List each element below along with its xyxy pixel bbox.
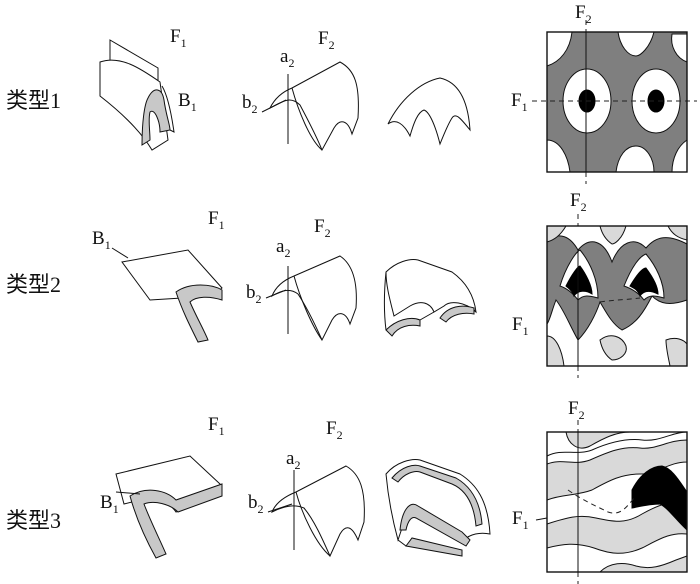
map-type-2 xyxy=(546,214,688,378)
refolded-block-type-3 xyxy=(385,459,491,557)
row-type-2: 类型2 F1 B1 F2 a2 b2 F2 F1 xyxy=(6,190,688,378)
map-label-f2-type-1: F2 xyxy=(575,2,592,26)
label-b2: b2 xyxy=(242,92,258,116)
row-type-1: 类型1 F1 B1 F2 a2 b2 F2 F1 xyxy=(6,2,697,184)
map-label-f2-type-3: F2 xyxy=(568,398,585,422)
row-label-type-1: 类型1 xyxy=(6,88,61,113)
antiform-block-type-2 xyxy=(265,255,357,342)
label-b1: B1 xyxy=(100,492,119,516)
label-b2: b2 xyxy=(248,492,264,516)
label-a2: a2 xyxy=(276,236,290,260)
row-label-type-2: 类型2 xyxy=(6,272,61,297)
label-f1: F1 xyxy=(208,414,225,438)
fold-block-f1-type-3 xyxy=(115,455,223,559)
refolded-block-type-2 xyxy=(384,259,477,337)
row-label-type-3: 类型3 xyxy=(6,508,61,533)
label-a2: a2 xyxy=(280,46,294,70)
label-f2: F2 xyxy=(318,28,335,52)
label-b1: B1 xyxy=(178,90,197,114)
fold-block-f1-type-2 xyxy=(111,247,223,343)
label-b1: B1 xyxy=(92,228,111,252)
label-f1: F1 xyxy=(208,208,225,232)
label-f2: F2 xyxy=(326,418,343,442)
row-type-3: 类型3 F1 B1 F2 a2 b2 F2 F1 xyxy=(6,398,688,584)
label-b2: b2 xyxy=(246,282,262,306)
map-label-f1-type-2: F1 xyxy=(512,314,529,338)
antiform-block-type-3 xyxy=(267,465,365,558)
label-f2: F2 xyxy=(314,216,331,240)
fold-block-f1-type-1 xyxy=(99,39,175,151)
map-type-3 xyxy=(535,420,688,584)
antiform-block-type-1 xyxy=(261,61,359,152)
map-label-f1-type-1: F1 xyxy=(511,90,528,114)
map-type-1 xyxy=(532,20,697,184)
map-label-f2-type-2: F2 xyxy=(570,190,587,214)
label-a2: a2 xyxy=(286,448,300,472)
label-f1: F1 xyxy=(170,26,187,50)
map-label-f1-type-3: F1 xyxy=(512,508,529,532)
refolded-block-type-1 xyxy=(387,77,471,146)
